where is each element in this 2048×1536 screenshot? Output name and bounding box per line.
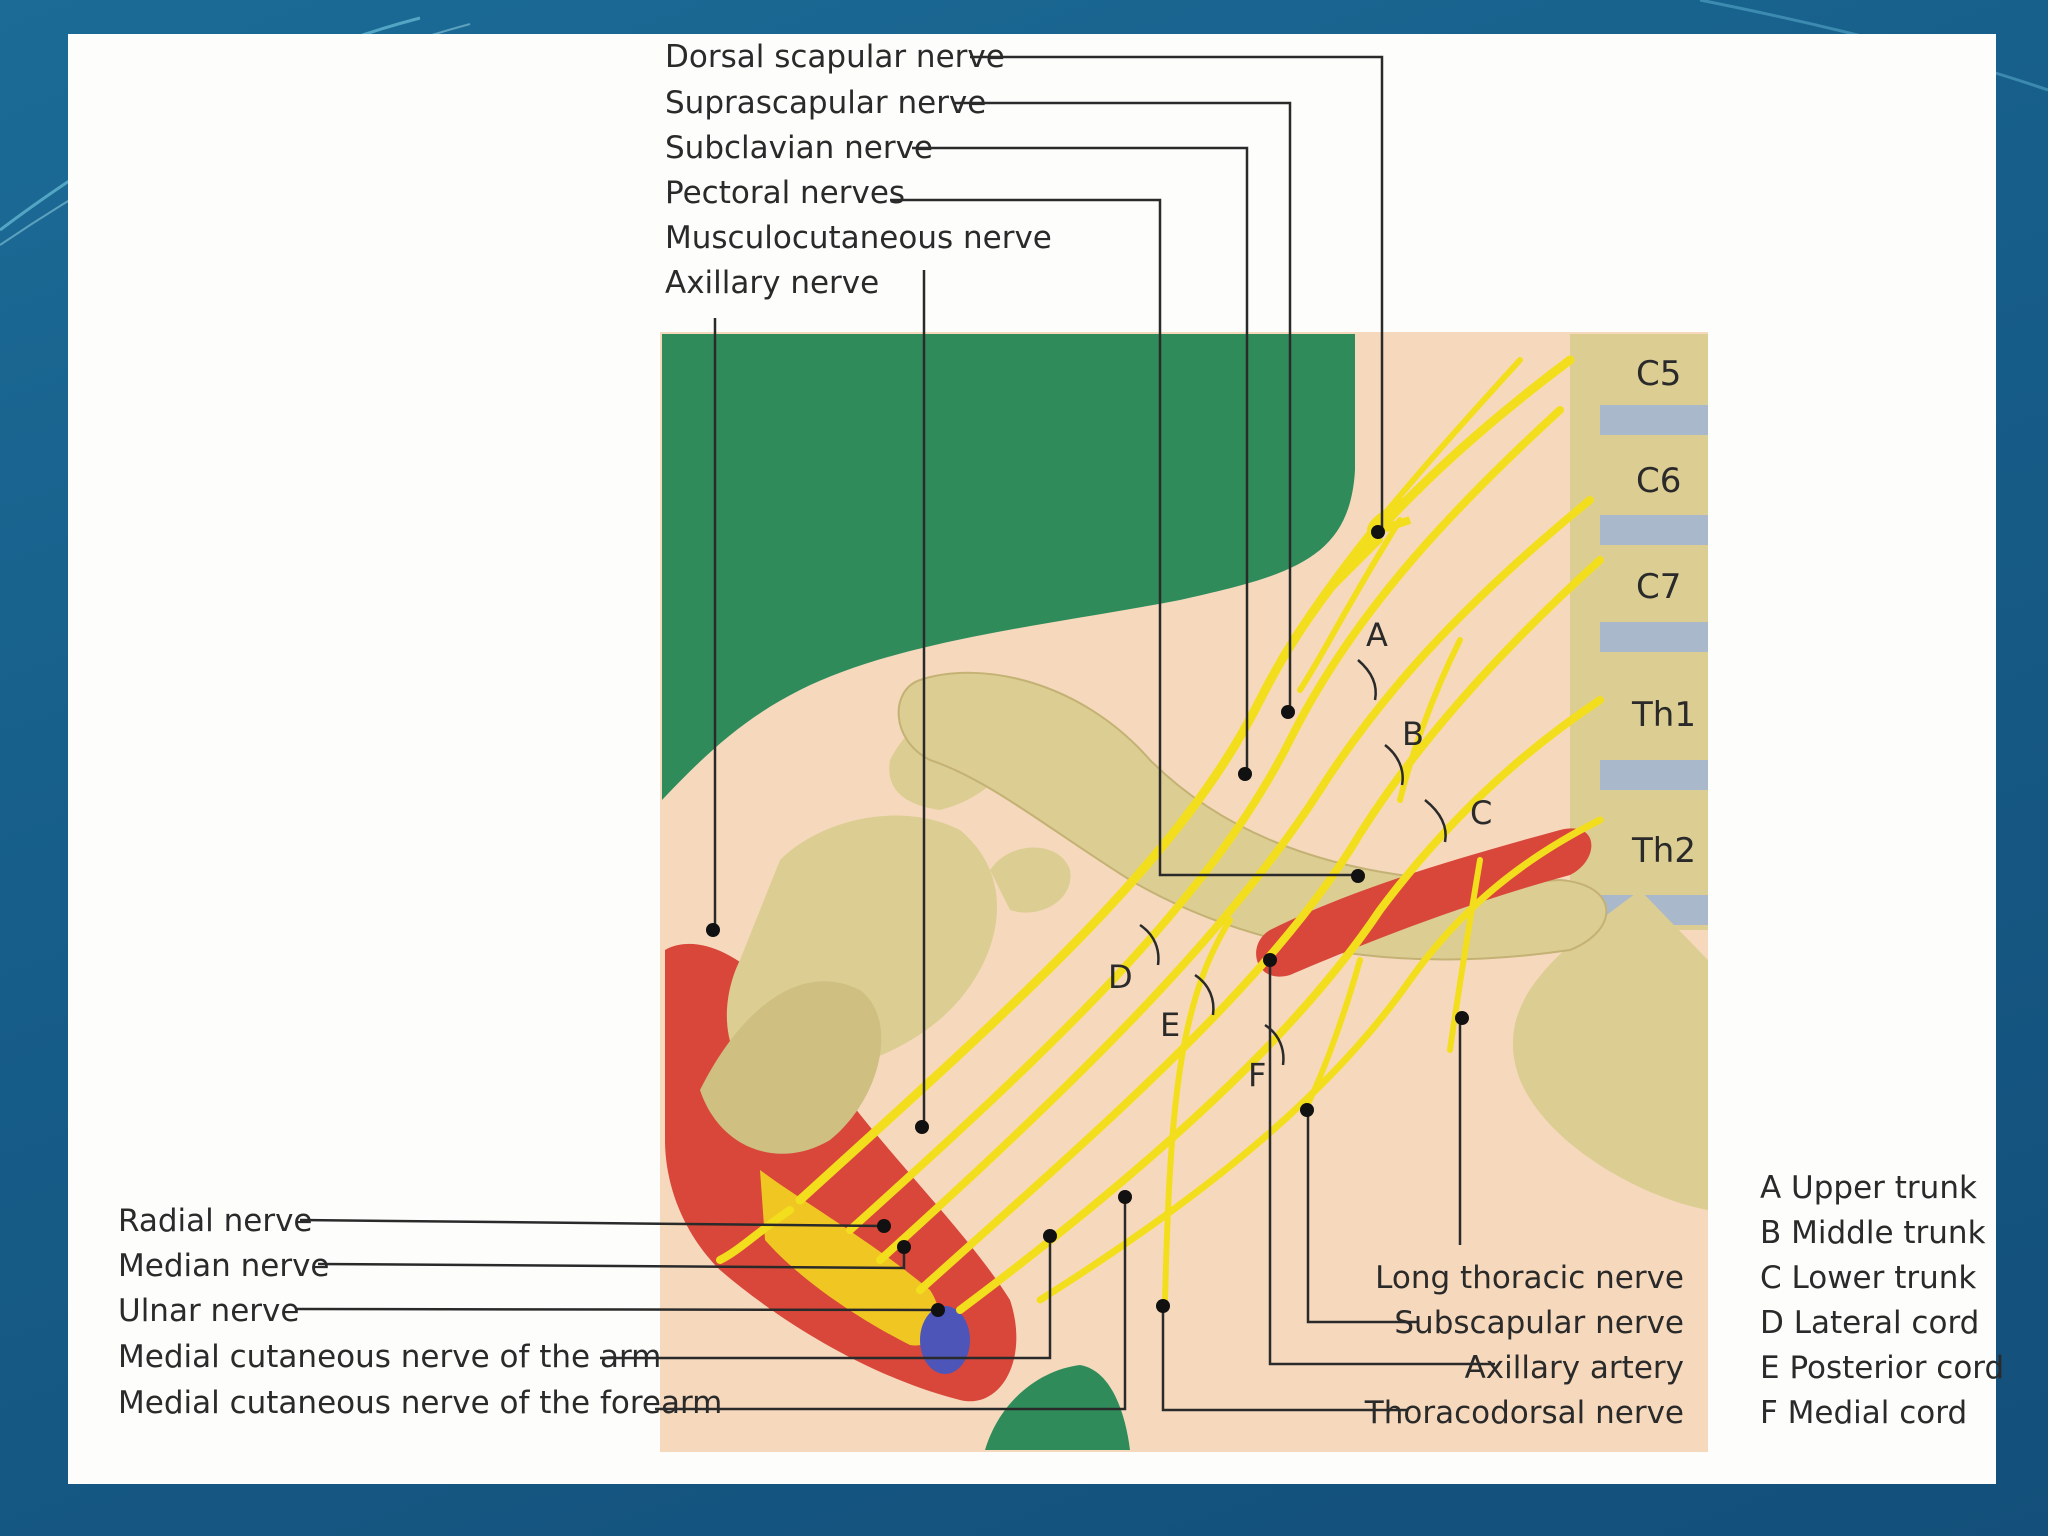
- leader-pectoral: [890, 198, 1356, 877]
- leader-axillary-artery: [1268, 960, 1495, 1366]
- arc-e: [1194, 973, 1215, 1016]
- dot-medial-cut-arm: [1043, 1229, 1057, 1243]
- disc-c7-th1: [1600, 622, 1708, 652]
- vertebra-label-th2: Th2: [1631, 831, 1696, 871]
- region-letter-e: E: [1160, 1006, 1180, 1044]
- leader-subclavian: [912, 146, 1249, 772]
- region-letter-d: D: [1108, 958, 1133, 996]
- dot-radial: [877, 1219, 891, 1233]
- coracoid: [990, 847, 1071, 913]
- chest-muscle-green: [985, 1365, 1130, 1450]
- region-letter-f: F: [1248, 1056, 1266, 1094]
- region-letter-a: A: [1366, 616, 1388, 654]
- arc-c: [1424, 799, 1447, 843]
- label-axillary-nerve: Axillary nerve: [665, 265, 879, 301]
- arm-nerve-bundle: [760, 1170, 940, 1346]
- leader-medial-cut-arm: [600, 1236, 1052, 1360]
- label-radial-nerve: Radial nerve: [118, 1203, 313, 1239]
- vertebra-label-c6: C6: [1636, 461, 1681, 501]
- legend-item-upper-trunk: A Upper trunk: [1760, 1170, 1977, 1206]
- leader-median: [317, 1248, 906, 1270]
- vein-section: [920, 1306, 970, 1374]
- legend-item-posterior-cord: E Posterior cord: [1760, 1350, 2004, 1386]
- leader-suprascapular: [955, 101, 1292, 710]
- label-musculocutaneous-nerve: Musculocutaneous nerve: [665, 220, 1052, 256]
- first-rib: [1512, 890, 1708, 1210]
- arc-f: [1264, 1023, 1285, 1066]
- humeral-head: [700, 981, 882, 1154]
- axillary-artery-vessel: [1256, 828, 1592, 977]
- dot-subscapular: [1300, 1103, 1314, 1117]
- dot-musculocutaneous: [915, 1120, 929, 1134]
- vertebra-label-c7: C7: [1636, 567, 1681, 607]
- legend-item-medial-cord: F Medial cord: [1760, 1395, 1967, 1431]
- dot-medial-cut-forearm: [1118, 1190, 1132, 1204]
- leader-dorsal-scapular: [970, 55, 1384, 532]
- arc-d: [1139, 923, 1160, 966]
- vertebra-label-c5: C5: [1636, 354, 1681, 394]
- region-letter-b: B: [1402, 715, 1424, 753]
- region-letter-c: C: [1470, 794, 1492, 832]
- label-long-thoracic-nerve: Long thoracic nerve: [1375, 1260, 1684, 1296]
- arc-b: [1384, 744, 1404, 786]
- dot-suprascapular: [1281, 705, 1295, 719]
- leader-thoracodorsal: [1161, 1306, 1408, 1412]
- leader-subscapular: [1306, 1110, 1418, 1324]
- dot-thoracodorsal: [1156, 1299, 1170, 1313]
- legend-item-lower-trunk: C Lower trunk: [1760, 1260, 1976, 1296]
- nerve-end-dots: [706, 525, 1469, 1317]
- disc-c5-c6: [1600, 405, 1708, 435]
- leader-lines: [294, 55, 1495, 1412]
- legend-item-lateral-cord: D Lateral cord: [1760, 1305, 1979, 1341]
- label-subscapular-nerve: Subscapular nerve: [1394, 1305, 1684, 1341]
- label-suprascapular-nerve: Suprascapular nerve: [665, 85, 986, 121]
- legend: A Upper trunk B Middle trunk C Lower tru…: [1760, 1170, 2004, 1431]
- label-pectoral-nerves: Pectoral nerves: [665, 175, 905, 211]
- dot-subclavian: [1238, 767, 1252, 781]
- nerve-end-stub: [1378, 516, 1412, 534]
- dot-long-thoracic: [1455, 1011, 1469, 1025]
- label-medial-cutaneous-nerve-arm: Medial cutaneous nerve of the arm: [118, 1339, 661, 1375]
- dot-axillary: [706, 923, 720, 937]
- dot-median: [897, 1240, 911, 1254]
- leader-radial: [299, 1218, 885, 1228]
- label-medial-cutaneous-nerve-forearm: Medial cutaneous nerve of the forearm: [118, 1385, 722, 1421]
- disc-th1-th2: [1600, 760, 1708, 790]
- vertebra-label-th1: Th1: [1631, 695, 1696, 735]
- label-dorsal-scapular-nerve: Dorsal scapular nerve: [665, 39, 1005, 75]
- label-axillary-artery: Axillary artery: [1465, 1350, 1684, 1386]
- dot-axillary-artery: [1263, 953, 1277, 967]
- legend-item-middle-trunk: B Middle trunk: [1760, 1215, 1986, 1251]
- leader-medial-cut-forearm: [655, 1197, 1127, 1411]
- dot-ulnar: [931, 1303, 945, 1317]
- disc-c6-c7: [1600, 515, 1708, 545]
- anatomy-illustration: [660, 332, 1708, 1452]
- label-thoracodorsal-nerve: Thoracodorsal nerve: [1364, 1395, 1684, 1431]
- dot-dorsal-scapular: [1371, 525, 1385, 539]
- dot-pectoral: [1351, 869, 1365, 883]
- leader-ulnar: [294, 1307, 939, 1312]
- label-median-nerve: Median nerve: [118, 1248, 330, 1284]
- label-ulnar-nerve: Ulnar nerve: [118, 1293, 299, 1329]
- label-subclavian-nerve: Subclavian nerve: [665, 130, 933, 166]
- arc-a: [1357, 659, 1377, 701]
- region-markers: [1139, 659, 1447, 1066]
- neck-muscle-green: [662, 334, 1355, 800]
